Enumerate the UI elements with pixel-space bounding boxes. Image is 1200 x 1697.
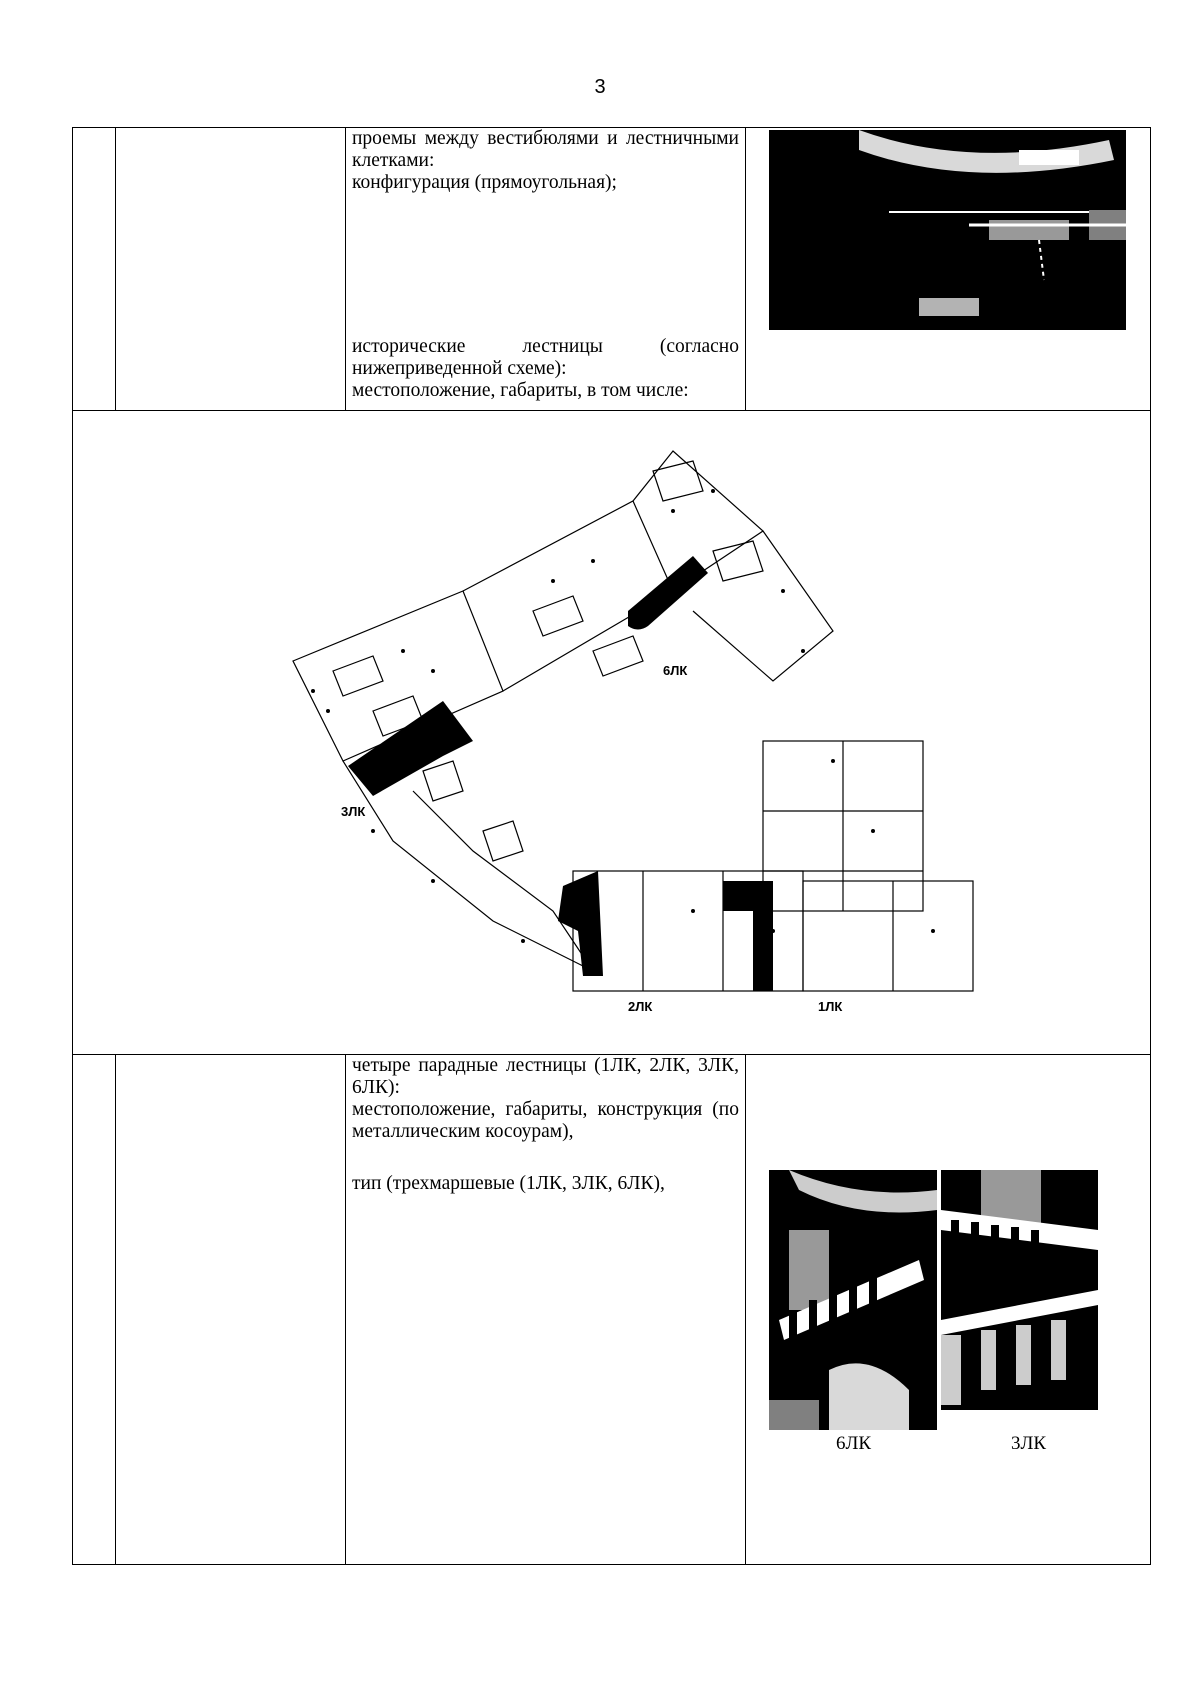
- paragraph-openings: проемы между вестибюлями и лестничными к…: [352, 128, 739, 171]
- label-3lk: 3ЛК: [341, 804, 366, 819]
- paragraph-four-stairs: четыре парадные лестницы (1ЛК, 2ЛК, 3ЛК,…: [352, 1055, 739, 1098]
- photo-3lk: [941, 1170, 1098, 1410]
- vestibule-photo: [769, 130, 1126, 330]
- label-2lk: 2ЛК: [628, 999, 653, 1014]
- cell-description: четыре парадные лестницы (1ЛК, 2ЛК, 3ЛК,…: [345, 1054, 746, 1565]
- paragraph-configuration: конфигурация (прямоугольная);: [352, 172, 617, 193]
- vestibule-photo-svg: [859, 130, 1126, 316]
- cell-index: [72, 127, 116, 411]
- staircase-2lk: [558, 871, 603, 976]
- description-top: проемы между вестибюлями и лестничными к…: [346, 128, 745, 194]
- description-bottom: исторические лестницы (согласно нижеприв…: [346, 336, 745, 402]
- label-1lk: 1ЛК: [818, 999, 843, 1014]
- description-stairs: четыре парадные лестницы (1ЛК, 2ЛК, 3ЛК,…: [346, 1055, 745, 1195]
- caption-6lk: 6ЛК: [836, 1433, 872, 1454]
- table-row-plan: 6ЛК 3ЛК 2ЛК 1ЛК: [72, 410, 1151, 1055]
- photo-3lk-svg: [941, 1170, 1098, 1405]
- staircase-3lk: [348, 701, 473, 796]
- label-6lk: 6ЛК: [663, 663, 688, 678]
- table-row-openings: проемы между вестибюлями и лестничными к…: [72, 127, 1151, 411]
- cell-photo: [745, 127, 1151, 411]
- photo-6lk-svg: [769, 1170, 937, 1430]
- plan-outline: [292, 450, 974, 992]
- staircase-1lk: [723, 881, 773, 991]
- paragraph-location: местоположение, габариты, в том числе:: [352, 380, 689, 401]
- staircase-6lk: [628, 556, 708, 630]
- photo-6lk: [769, 1170, 937, 1430]
- cell-name: [115, 127, 346, 411]
- cell-photos: 6ЛК 3ЛК: [745, 1054, 1151, 1565]
- caption-3lk: 3ЛК: [1011, 1433, 1047, 1454]
- paragraph-historic-stairs: исторические лестницы (согласно нижеприв…: [352, 336, 739, 379]
- protection-table: проемы между вестибюлями и лестничными к…: [72, 127, 1151, 1565]
- paragraph-construction: местоположение, габариты, конструкция (п…: [352, 1099, 739, 1142]
- table-row-stairs: четыре парадные лестницы (1ЛК, 2ЛК, 3ЛК,…: [72, 1054, 1151, 1565]
- cell-description: проемы между вестибюлями и лестничными к…: [345, 127, 746, 411]
- floor-plan: [292, 450, 974, 992]
- cell-index: [72, 1054, 116, 1565]
- cell-plan: 6ЛК 3ЛК 2ЛК 1ЛК: [72, 410, 1151, 1055]
- plan-dots: [311, 489, 935, 943]
- cell-name: [115, 1054, 346, 1565]
- page-number: 3: [594, 76, 606, 98]
- paragraph-type: тип (трехмаршевые (1ЛК, 3ЛК, 6ЛК),: [352, 1173, 665, 1194]
